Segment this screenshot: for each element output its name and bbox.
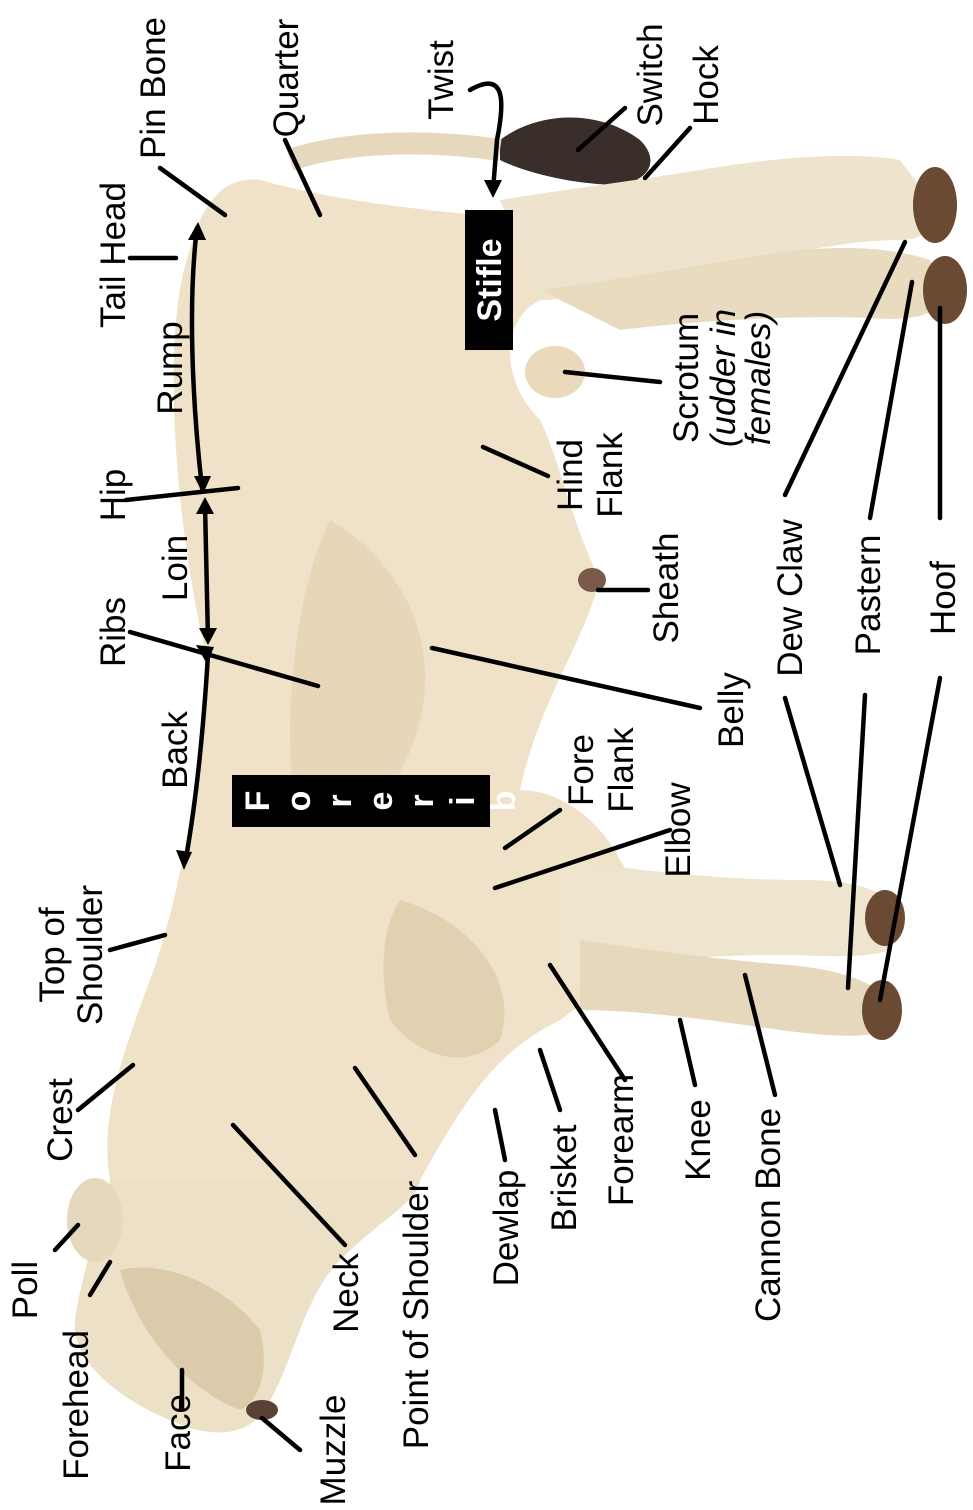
label-hind-flank-line1: Hind	[551, 439, 590, 511]
loin-arrow	[205, 505, 208, 640]
cow-switch	[500, 118, 650, 186]
label-top-of-shoulder-line2: Shoulder	[71, 885, 110, 1025]
label-top-of-shoulder-line1: Top of	[33, 907, 72, 1003]
label-fore-flank-line1: Fore	[562, 734, 601, 806]
label-quarter: Quarter	[267, 18, 306, 137]
label-dew-claw: Dew Claw	[771, 519, 810, 677]
leader-line	[160, 168, 225, 215]
label-pastern: Pastern	[849, 535, 888, 656]
label-stifle: Stifle	[471, 238, 509, 321]
cow-tail	[290, 143, 500, 160]
label-neck: Neck	[327, 1253, 366, 1333]
label-elbow: Elbow	[659, 782, 698, 878]
label-scrotum-line3: females)	[739, 311, 778, 445]
label-fore-flank-line2: Flank	[602, 727, 641, 813]
cow-hoof	[923, 256, 967, 324]
label-knee: Knee	[679, 1099, 718, 1181]
label-rump: Rump	[151, 321, 190, 414]
label-crest: Crest	[41, 1078, 80, 1162]
label-face: Face	[159, 1394, 198, 1472]
label-belly: Belly	[712, 672, 751, 748]
label-hind-flank-line2: Flank	[591, 432, 630, 518]
label-muzzle: Muzzle	[314, 1395, 353, 1506]
label-forearm: Forearm	[602, 1074, 641, 1206]
leader-line	[645, 128, 690, 178]
label-brisket: Brisket	[545, 1124, 584, 1231]
label-pin-bone: Pin Bone	[134, 17, 173, 159]
label-sheath: Sheath	[647, 533, 686, 644]
leader-line	[262, 1418, 300, 1450]
forerib-letter: o	[280, 791, 318, 812]
label-point-of-shoulder: Point of Shoulder	[397, 1180, 436, 1449]
label-back: Back	[156, 711, 195, 789]
label-hock: Hock	[687, 45, 726, 125]
label-hip: Hip	[94, 469, 133, 522]
forerib-letter: e	[362, 792, 400, 811]
label-forehead: Forehead	[57, 1330, 96, 1480]
label-cannon-bone: Cannon Bone	[749, 1108, 788, 1322]
twist-arrowhead	[484, 180, 502, 198]
leader-line	[495, 1110, 505, 1160]
label-hoof: Hoof	[924, 561, 963, 635]
leader-line	[680, 1020, 695, 1085]
label-scrotum-line2: (udder in	[704, 309, 743, 447]
label-switch: Switch	[631, 23, 670, 126]
label-poll: Poll	[6, 1261, 45, 1319]
label-twist: Twist	[422, 40, 461, 120]
label-tail-head: Tail Head	[94, 182, 133, 328]
leader-line	[110, 935, 165, 950]
cow-ear	[67, 1178, 123, 1262]
forerib-letter: r	[321, 794, 359, 807]
label-loin: Loin	[156, 535, 195, 601]
cow-hoof	[913, 167, 957, 243]
forerib-letter: i	[444, 796, 482, 805]
label-scrotum-line1: Scrotum	[667, 313, 706, 443]
label-ribs: Ribs	[94, 597, 133, 667]
forerib-letter: F	[239, 791, 277, 812]
forerib-letter: b	[485, 791, 523, 812]
label-dewlap: Dewlap	[487, 1170, 526, 1287]
leader-line	[540, 1050, 560, 1110]
forerib-letter: r	[403, 794, 441, 807]
leader-line	[785, 698, 840, 885]
leader-line	[880, 678, 940, 1000]
